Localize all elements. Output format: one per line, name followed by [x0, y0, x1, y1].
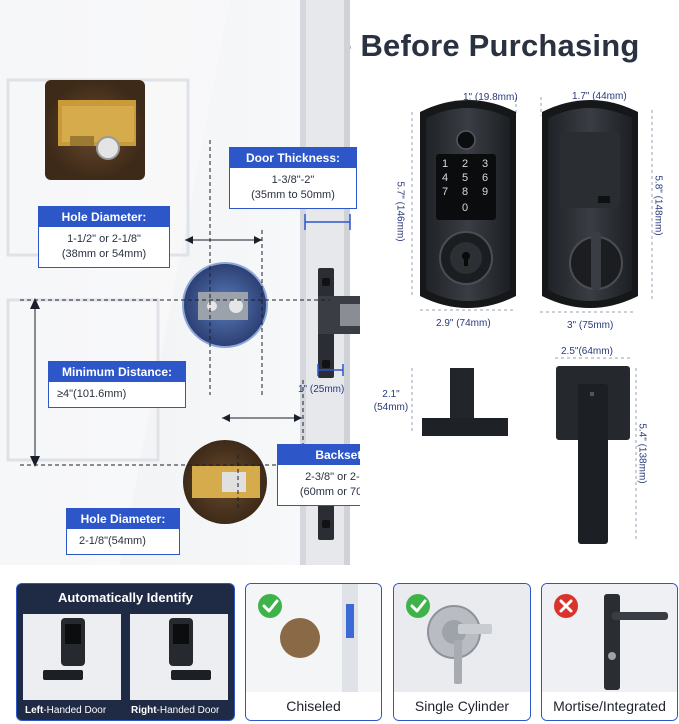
- lever-width-label: 2.5"(64mm): [561, 346, 613, 357]
- lever-side-height-label: 2.1" (54mm): [373, 389, 409, 413]
- auto-identify-card: Automatically Identify Left-Handed Door …: [16, 583, 235, 721]
- hole-diameter-bottom-heading: Hole Diameter:: [67, 509, 179, 529]
- right-handed-door-label: Right-Handed Door: [131, 705, 219, 716]
- door-thickness-callout: Door Thickness: 1-3/8"-2" (35mm to 50mm): [229, 147, 357, 209]
- minimum-distance-callout: Minimum Distance: ≥4"(101.6mm): [48, 361, 186, 408]
- mortise-illustration: [542, 584, 677, 692]
- minimum-distance-heading: Minimum Distance:: [49, 362, 185, 382]
- right-handed-bold: Right: [131, 705, 157, 716]
- front-height-label: 5.7" (146mm): [394, 181, 406, 242]
- keypad-key-5: 5: [462, 172, 469, 184]
- lock-dimension-diagram: [411, 97, 653, 544]
- keypad-key-3: 3: [482, 158, 489, 170]
- keypad-key-9: 9: [482, 186, 489, 198]
- backset-callout: Backset : 2-3/8" or 2-3/4" (60mm or 70mm…: [277, 444, 360, 506]
- hole-diameter-bottom-value: 2-1/8"(54mm): [79, 535, 146, 547]
- keypad-key-6: 6: [482, 172, 489, 184]
- front-width-label: 2.9" (74mm): [436, 318, 491, 329]
- keypad-key-0: 0: [462, 202, 469, 214]
- check-icon: [406, 594, 430, 618]
- door-scene: Door Thickness: 1-3/8"-2" (35mm to 50mm)…: [0, 0, 360, 565]
- single-cylinder-card: Single Cylinder: [393, 583, 531, 721]
- lever-height-label: 5.4" (138mm): [636, 423, 648, 484]
- chiseled-card: Chiseled: [245, 583, 382, 721]
- hole-diameter-top-value: 1-1/2" or 2-1/8" (38mm or 54mm): [39, 227, 169, 267]
- single-cylinder-label: Single Cylinder: [394, 692, 530, 720]
- check-icon: [258, 594, 282, 618]
- handed-doors-illustration: [23, 614, 228, 700]
- back-depth-label: 1.7" (44mm): [572, 91, 627, 102]
- left-handed-rest: -Handed Door: [43, 705, 107, 716]
- keypad-key-7: 7: [442, 186, 449, 198]
- left-handed-bold: Left: [25, 705, 44, 716]
- keypad-key-2: 2: [462, 158, 469, 170]
- mortise-integrated-label: Mortise/Integrated: [542, 692, 677, 720]
- backset-value: 2-3/8" or 2-3/4" (60mm or 70mm): [278, 465, 360, 505]
- hole-diameter-top-heading: Hole Diameter:: [39, 207, 169, 227]
- keypad-key-4: 4: [442, 172, 449, 184]
- front-depth-label: 1" (19.8mm): [463, 92, 518, 103]
- hole-diameter-bottom-callout: Hole Diameter: 2-1/8"(54mm): [66, 508, 180, 555]
- auto-identify-title: Automatically Identify: [57, 590, 194, 605]
- backset-line2: (60mm or 70mm): [299, 486, 360, 498]
- backset-line1: 2-3/8" or 2-3/4": [305, 471, 360, 483]
- left-handed-door-label: Left-Handed Door: [25, 705, 106, 716]
- back-width-label: 3" (75mm): [567, 320, 614, 331]
- hole-diameter-top-line1: 1-1/2" or 2-1/8": [67, 233, 141, 245]
- hole-diameter-top-callout: Hole Diameter: 1-1/2" or 2-1/8" (38mm or…: [38, 206, 170, 268]
- latch-width-label: 1" (25mm): [298, 384, 345, 395]
- door-illustration: [0, 0, 360, 565]
- keypad-key-8: 8: [462, 186, 469, 198]
- right-handed-rest: -Handed Door: [156, 705, 220, 716]
- chiseled-label: Chiseled: [246, 692, 381, 720]
- single-cylinder-illustration: [394, 584, 530, 692]
- door-thickness-line2: (35mm to 50mm): [251, 189, 335, 201]
- door-thickness-heading: Door Thickness:: [230, 148, 356, 168]
- door-thickness-line1: 1-3/8"-2": [271, 174, 315, 186]
- back-height-label: 5.8" (148mm): [652, 175, 664, 236]
- hole-diameter-top-line2: (38mm or 54mm): [61, 248, 147, 260]
- keypad: 1 2 3 4 5 6 7 8 9 0: [438, 158, 496, 220]
- minimum-distance-value: ≥4"(101.6mm): [57, 388, 127, 400]
- mortise-integrated-card: Mortise/Integrated: [541, 583, 678, 721]
- chiseled-illustration: [246, 584, 381, 692]
- keypad-key-1: 1: [442, 158, 449, 170]
- door-thickness-value: 1-3/8"-2" (35mm to 50mm): [230, 168, 356, 208]
- backset-heading: Backset :: [278, 445, 360, 465]
